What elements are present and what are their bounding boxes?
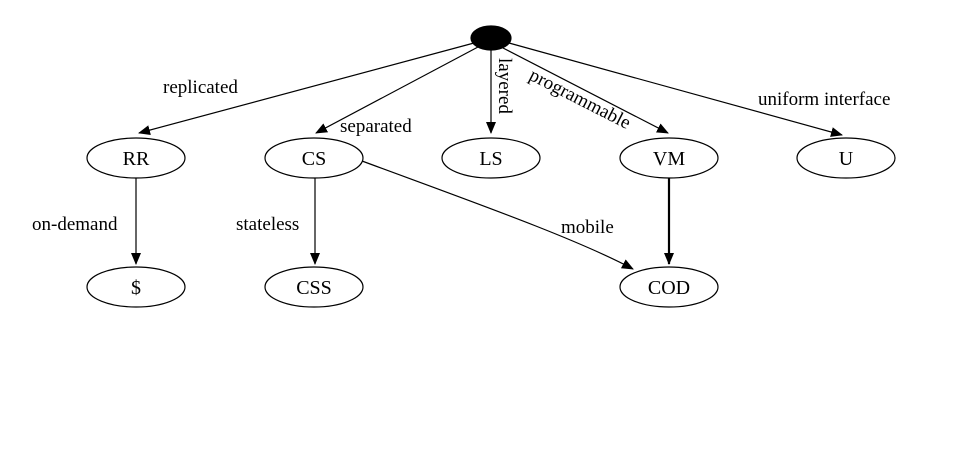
edge-label-stateless: stateless <box>236 214 299 235</box>
edge-label-mobile: mobile <box>561 217 614 238</box>
edge-label-on-demand: on-demand <box>32 214 118 235</box>
node-vm: VM <box>619 137 719 179</box>
node-cod-label: COD <box>648 277 690 299</box>
node-cs: CS <box>264 137 364 179</box>
node-css-label: CSS <box>296 277 332 299</box>
edge-cs-cod <box>361 160 634 270</box>
edge-root-rr <box>138 42 475 135</box>
node-ls: LS <box>441 137 541 179</box>
edge-root-u <box>508 42 843 137</box>
node-dollar: $ <box>86 266 186 308</box>
node-cs-label: CS <box>302 148 326 170</box>
node-rr: RR <box>86 137 186 179</box>
edge-label-programmable: programmable <box>526 65 634 134</box>
node-vm-label: VM <box>653 148 685 170</box>
edge-label-uniform-interface: uniform interface <box>758 89 890 110</box>
edge-label-layered: layered <box>494 58 515 114</box>
node-u-label: U <box>839 148 854 170</box>
node-css: CSS <box>264 266 364 308</box>
node-u: U <box>796 137 896 179</box>
node-ls-label: LS <box>479 148 502 170</box>
node-cod: COD <box>619 266 719 308</box>
edge-label-replicated: replicated <box>163 77 238 98</box>
edge-root-vm <box>502 47 669 134</box>
edge-root-cs <box>315 46 479 134</box>
node-dollar-label: $ <box>131 277 141 299</box>
edge-label-separated: separated <box>340 116 412 137</box>
node-rr-label: RR <box>123 148 150 170</box>
node-root <box>470 25 512 51</box>
